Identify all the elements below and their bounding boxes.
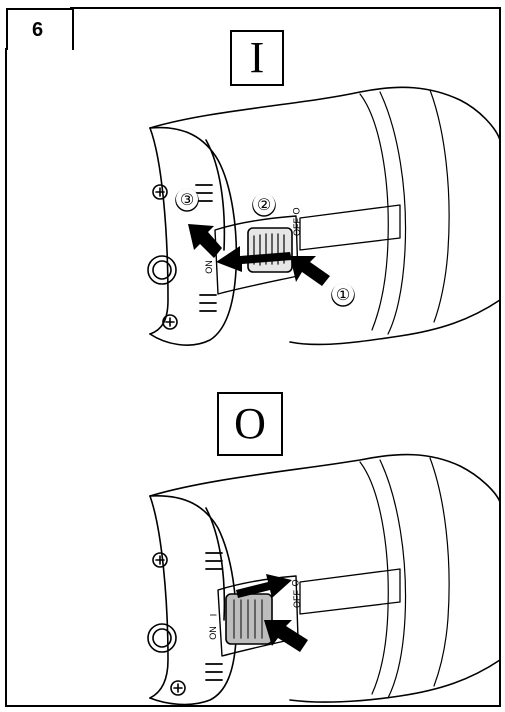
- arrow-forward: [216, 246, 292, 272]
- tool-on-illustration: [147, 86, 501, 346]
- arrow-press: [290, 256, 330, 286]
- off-symbol-box: O: [217, 392, 283, 456]
- outer-border: [5, 7, 501, 707]
- top-switch-off-text: OFF: [292, 218, 302, 236]
- top-switch-on-text: ON: [203, 260, 214, 274]
- on-symbol: I: [249, 33, 265, 82]
- bottom-switch-off-symbol: O: [290, 579, 301, 587]
- step-3-label: ③: [176, 188, 198, 210]
- figure-number-tab: 6: [6, 8, 74, 50]
- on-symbol-box: I: [230, 30, 284, 86]
- step-1-label: ①: [332, 283, 354, 305]
- top-switch-off-symbol: O: [291, 207, 302, 215]
- arrow-backward: [236, 574, 292, 598]
- arrow-lock: [188, 224, 222, 258]
- tool-off-illustration: [147, 453, 501, 706]
- off-symbol: O: [234, 399, 266, 448]
- step-2-label: ②: [253, 193, 275, 215]
- bottom-switch-off-text: OFF: [292, 590, 302, 608]
- bottom-switch-on-symbol: I: [208, 613, 219, 617]
- arrow-release: [264, 620, 308, 652]
- figure-number: 6: [32, 19, 44, 41]
- bottom-switch-on-text: ON: [207, 626, 218, 640]
